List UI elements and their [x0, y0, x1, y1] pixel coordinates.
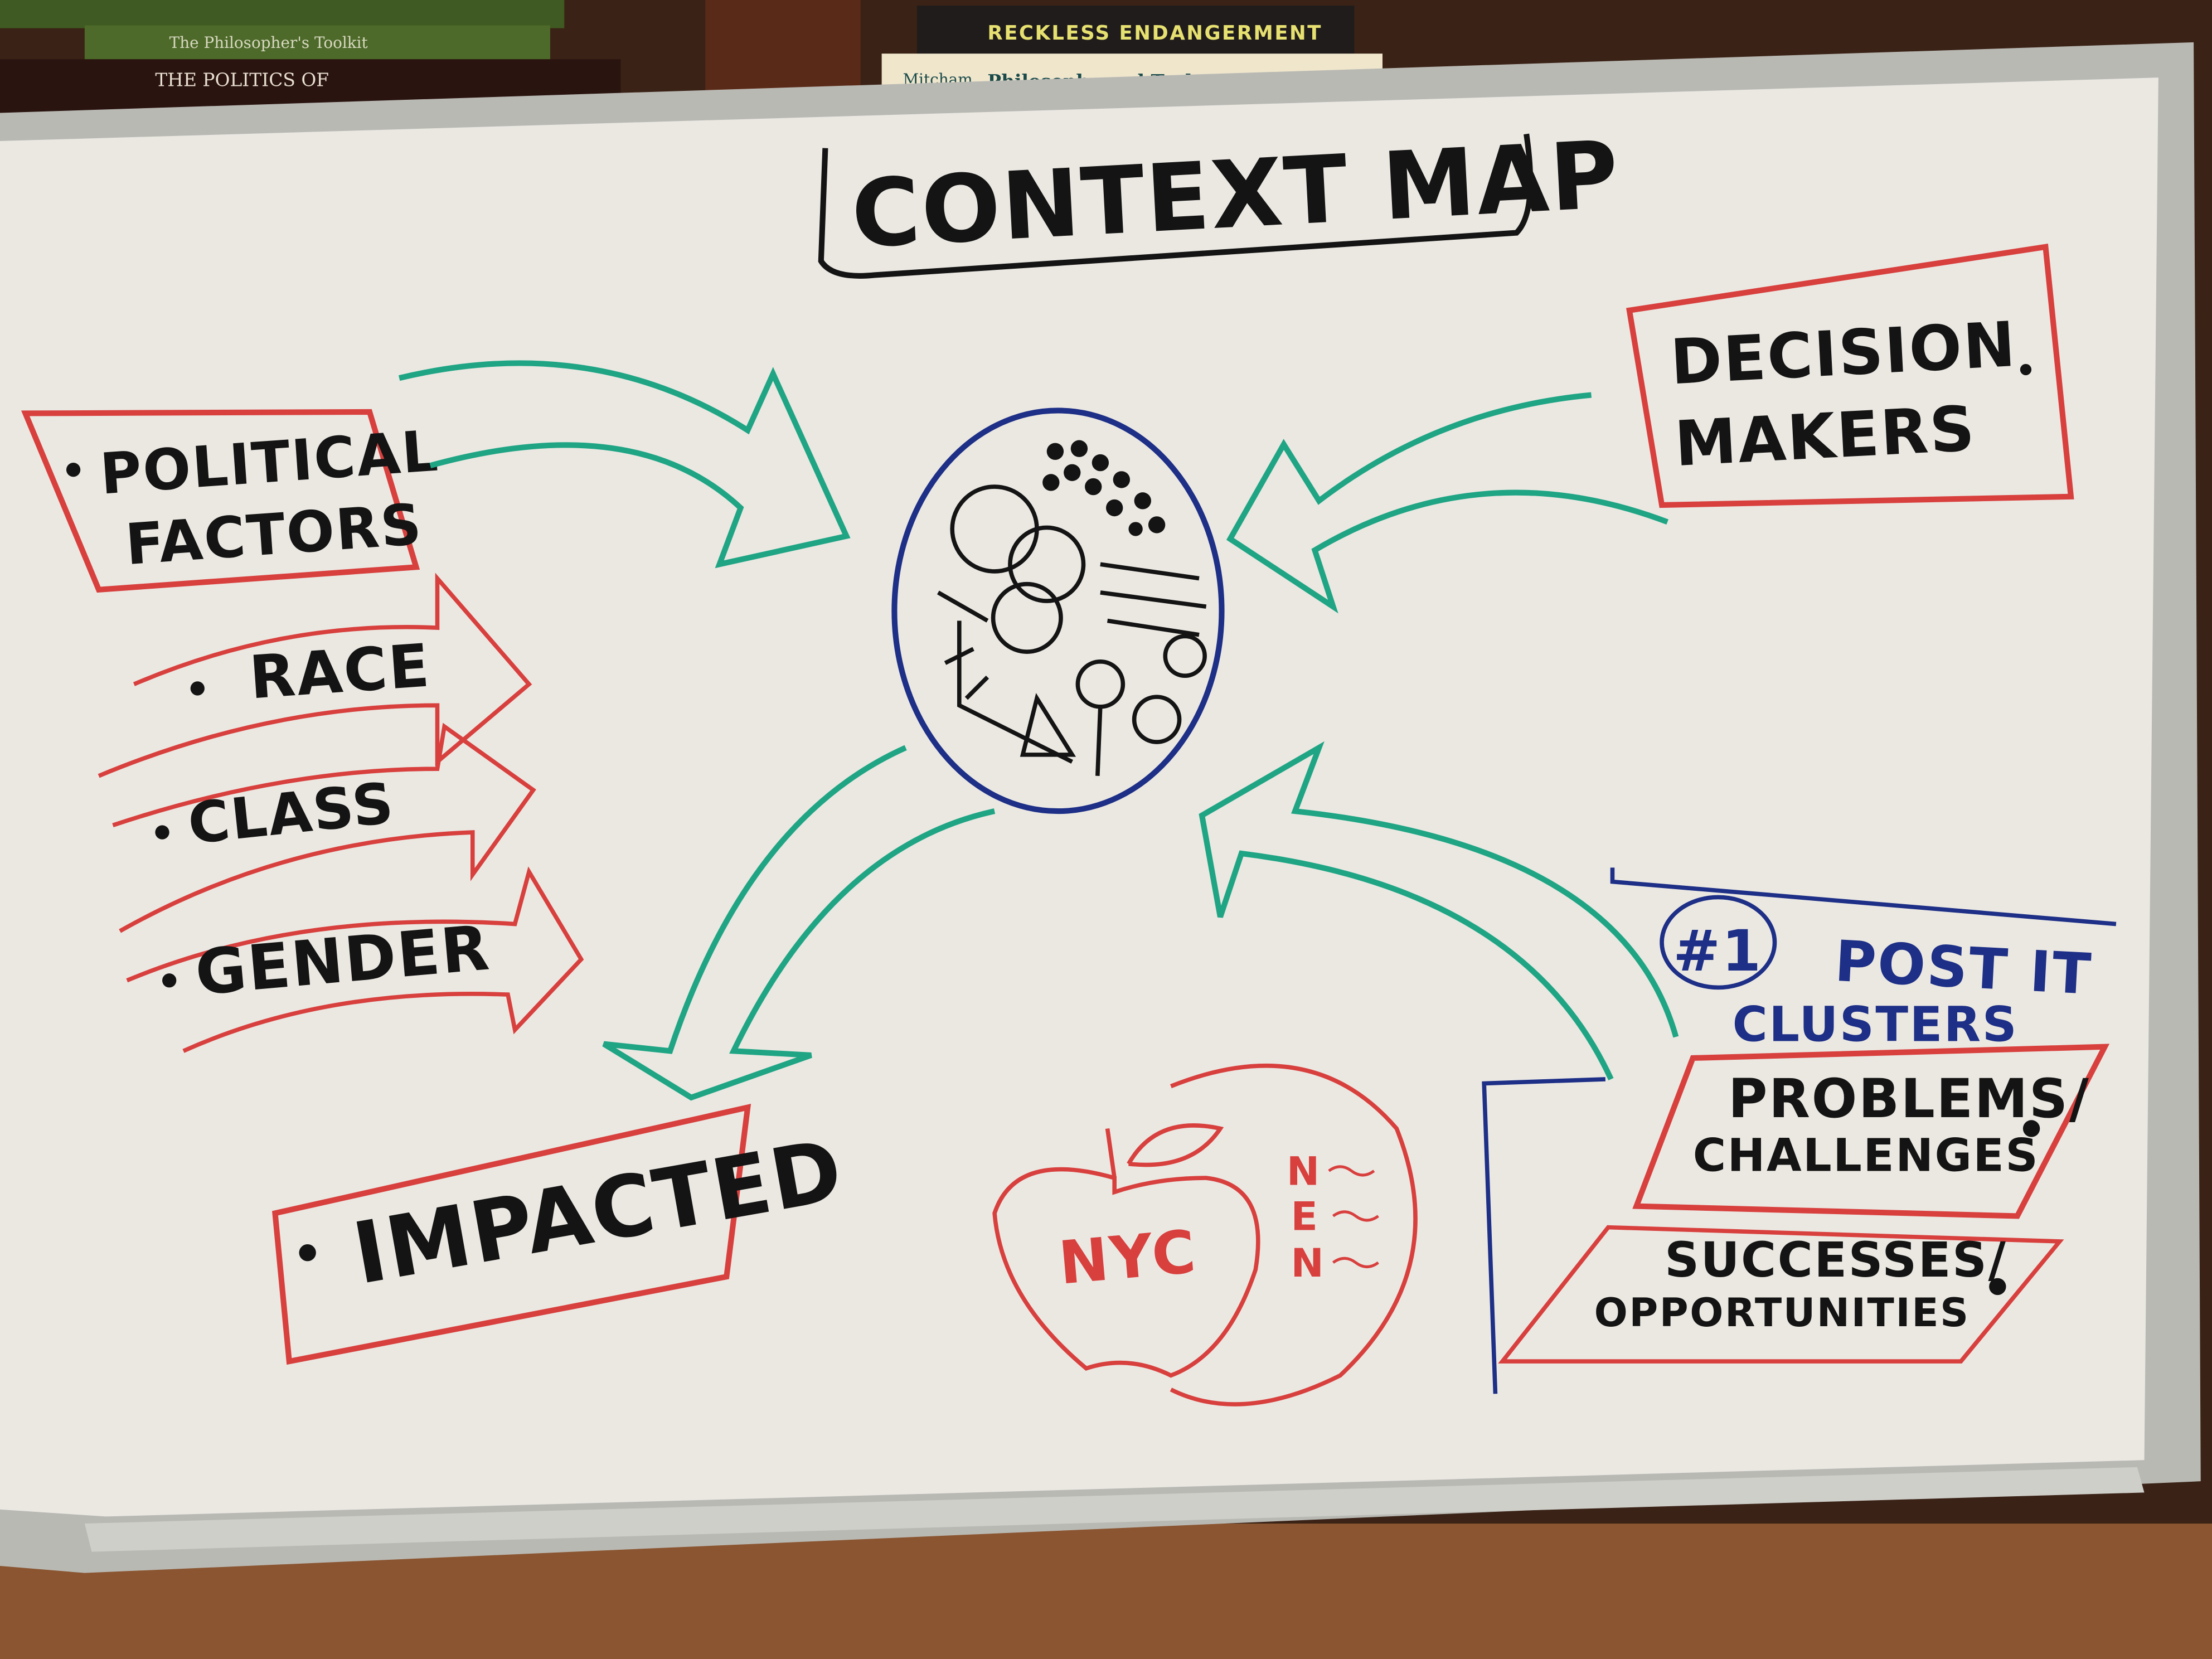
nyc-letter-n: N: [1287, 1148, 1321, 1195]
marker-tray: [84, 1467, 2145, 1552]
clusters-bracket-left: [1482, 1077, 1605, 1394]
clusters-label: CLUSTERS: [1733, 997, 2019, 1053]
bullet: [66, 463, 81, 477]
bullet: [2022, 1120, 2040, 1137]
bullet: [155, 825, 169, 840]
makers-label: MAKERS: [1673, 393, 1977, 481]
bullet: [190, 681, 205, 696]
book-title-3: RECKLESS ENDANGERMENT: [987, 22, 1322, 45]
factor-arrows: [98, 573, 584, 1053]
bullet: [1989, 1278, 2006, 1296]
food-doodles: [937, 484, 1207, 776]
problems-label: PROBLEMS/: [1728, 1068, 2090, 1130]
book-title-1: The Philosopher's Toolkit: [169, 33, 368, 52]
challenges-label: CHALLENGES: [1693, 1129, 2040, 1182]
green-arrows: [398, 360, 1679, 1101]
food-egg-drawing: [891, 408, 1225, 814]
successes-box: [1498, 1225, 2064, 1364]
book-spine-2: [84, 25, 550, 60]
book-title-2: THE POLITICS OF: [155, 69, 329, 90]
successes-label: SUCCESSES/: [1665, 1233, 2007, 1288]
problems-box: [1632, 1044, 2110, 1219]
book-spine-4: [916, 6, 1355, 57]
bullet: [299, 1244, 316, 1262]
nyc-label: NYC: [1056, 1217, 1200, 1298]
arrow-center-to-impacted: [602, 745, 996, 1101]
post-it-label: POST IT: [1833, 928, 2094, 1007]
arrow-decision-to-center: [1226, 392, 1668, 614]
arrow-clusters-to-center: [1199, 741, 1679, 1081]
impacted-box: [272, 1104, 751, 1365]
opportunities-label: OPPORTUNITIES: [1594, 1289, 1970, 1336]
bullet: [2020, 363, 2032, 376]
class-arrow: [112, 722, 536, 933]
nyc-apple-drawing: [992, 1063, 1418, 1406]
post-it-number: #1: [1673, 918, 1762, 984]
number-circle: [1660, 895, 1777, 990]
race-label: RACE: [248, 631, 433, 712]
scribble-lines: [1328, 1165, 1379, 1269]
book-spine-1: [0, 0, 565, 28]
title-bracket: [818, 133, 1534, 279]
bookend: [705, 0, 861, 99]
clusters-bracket-top: [1610, 867, 2117, 926]
bullet: [162, 973, 177, 988]
decision-makers-box: [1626, 244, 2074, 508]
nyc-letter-n2: N: [1291, 1240, 1326, 1286]
nyc-letter-e: E: [1291, 1194, 1320, 1240]
political-factors-box: [21, 409, 420, 593]
gender-arrow: [126, 866, 584, 1053]
beans-doodle: [1042, 440, 1166, 536]
arrow-political-to-center: [398, 360, 851, 569]
